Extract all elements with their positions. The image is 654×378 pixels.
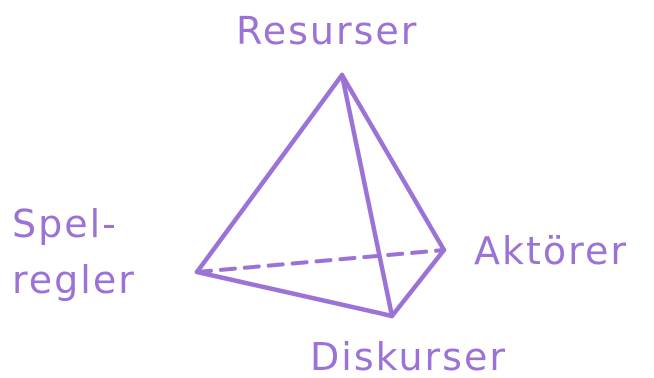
edge-left-front xyxy=(197,272,392,316)
label-spelregler-line2: regler xyxy=(12,252,136,308)
label-diskurser: Diskurser xyxy=(310,338,507,376)
label-spelregler: Spel- regler xyxy=(12,196,136,308)
label-spelregler-line1: Spel- xyxy=(12,196,136,252)
edge-front-right xyxy=(392,250,444,316)
edge-apex-right xyxy=(342,75,444,250)
label-resurser: Resurser xyxy=(236,12,418,50)
label-aktorer: Aktörer xyxy=(474,232,628,270)
edge-apex-left xyxy=(197,75,342,272)
edge-left-right-hidden xyxy=(197,250,444,272)
edge-apex-front xyxy=(342,75,392,316)
